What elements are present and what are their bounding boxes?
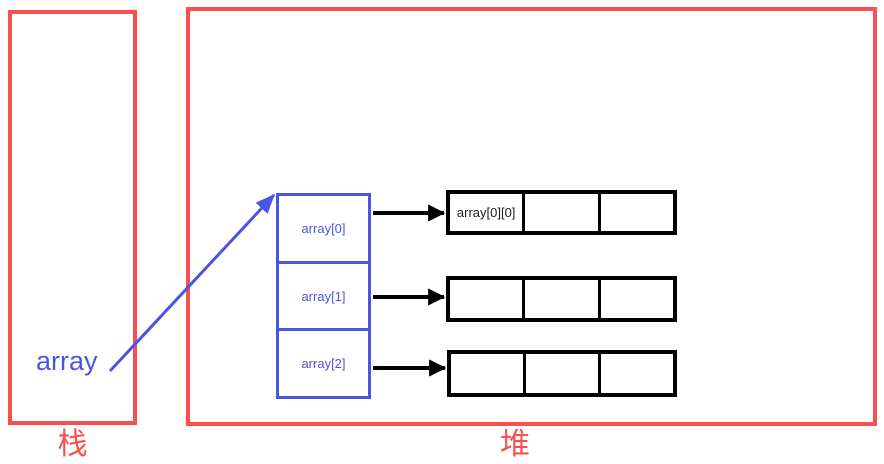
row-array-0: array[0][0]: [446, 190, 677, 235]
array-variable-label: array: [36, 346, 98, 376]
row1-cell-2: [597, 280, 673, 318]
row2-cell-1: [523, 354, 598, 393]
row-array-1: [446, 276, 677, 322]
row1-cell-0: [450, 280, 522, 318]
row0-cell-0: array[0][0]: [456, 205, 516, 220]
stack-region-label: 栈: [57, 428, 88, 461]
reference-array-box: array[0] array[1] array[2]: [276, 193, 371, 399]
row0-cell-2: [597, 194, 673, 231]
row2-cell-0: [451, 354, 523, 393]
row2-cell-2: [598, 354, 673, 393]
reference-cell-0: array[0]: [301, 220, 346, 236]
row1-cell-1: [522, 280, 597, 318]
row-array-2: [447, 350, 677, 397]
reference-cell-2: array[2]: [279, 328, 368, 396]
reference-cell-1: array[1]: [279, 260, 368, 329]
heap-region-label: 堆: [500, 428, 530, 461]
row0-cell-1: [522, 194, 597, 231]
